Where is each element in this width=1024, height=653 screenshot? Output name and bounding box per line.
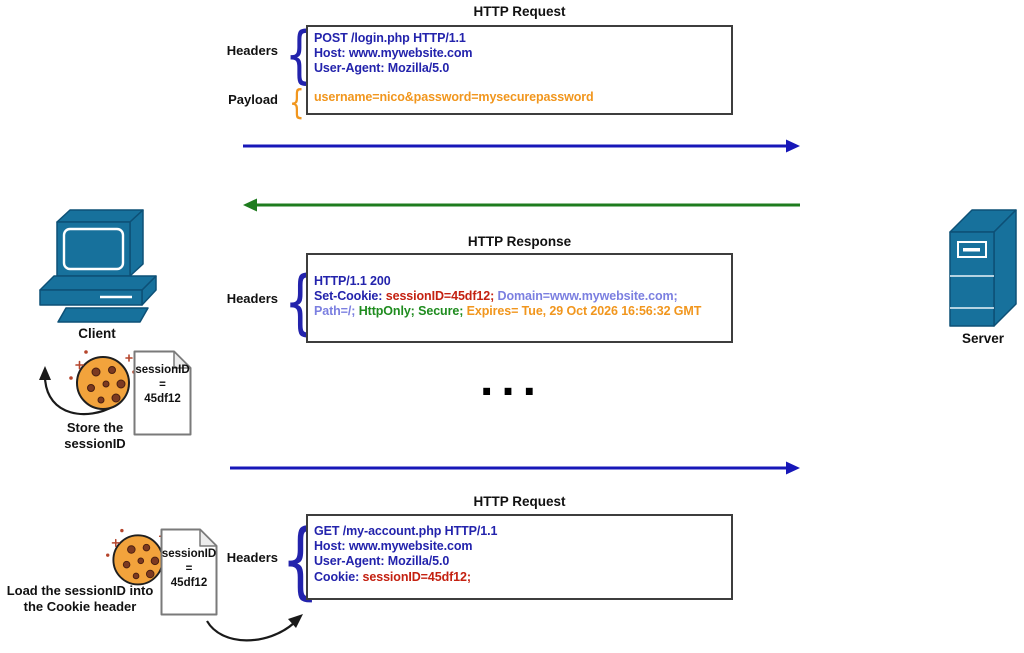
client-computer-icon (39, 209, 157, 323)
note-session-value: 45df12 (170, 577, 208, 589)
request1-line: User-Agent: Mozilla/5.0 (314, 61, 450, 76)
request1-line: POST /login.php HTTP/1.1 (314, 31, 466, 45)
request2-cookie-line: Cookie: sessionID=45df12; (314, 570, 725, 585)
server-icon (949, 209, 1017, 327)
store-curved-arrow (39, 366, 115, 416)
cookie-security-flags: HttpOnly; Secure; (358, 304, 467, 319)
load-caption-line: the Cookie header (23, 598, 137, 614)
store-caption-line: sessionID (64, 435, 126, 451)
request1-arrow (243, 139, 800, 153)
request1-headers-label: Headers (226, 43, 278, 58)
note-equals: = (185, 562, 193, 575)
load-curved-arrow (206, 614, 303, 642)
response-title: HTTP Response (467, 234, 572, 249)
cookie-domain-attr: Domain=www.mywebsite.com; (494, 289, 678, 304)
request2-line: Host: www.mywebsite.com (314, 539, 473, 554)
cookie-icon (69, 350, 136, 410)
load-caption: Load the sessionID into the Cookie heade… (2, 583, 158, 614)
payload-brace: { (289, 83, 305, 123)
store-caption-line: Store the (66, 420, 124, 435)
cookie-header-value: sessionID=45df12; (362, 569, 472, 584)
request2-headers-label: Headers (226, 550, 278, 565)
note-equals: = (159, 378, 166, 391)
client-label: Client (78, 326, 116, 341)
load-caption-line: Load the sessionID into (6, 583, 154, 598)
request1-box: POST /login.php HTTP/1.1 Host: www.myweb… (306, 25, 733, 115)
session-note-icon: sessionID = 45df12 (133, 350, 192, 436)
request2-line: User-Agent: Mozilla/5.0 (314, 554, 450, 569)
response-arrow (243, 198, 800, 212)
store-caption: Store the sessionID (50, 420, 140, 451)
response-headers-label: Headers (226, 291, 278, 306)
request2-line: GET /my-account.php HTTP/1.1 (314, 524, 498, 538)
note-session-value: 45df12 (144, 393, 181, 405)
request1-title: HTTP Request (473, 4, 566, 19)
request1-payload-line: username=nico&password=mysecurepassword (314, 89, 594, 104)
note-session-key: sessionID (161, 548, 217, 560)
response-cookie-attrs-line: Path=/; HttpOnly; Secure; Expires= Tue, … (314, 304, 725, 319)
request2-box: GET /my-account.php HTTP/1.1 Host: www.m… (306, 514, 733, 600)
cookie-header-label: Cookie: (314, 569, 363, 584)
note-session-key: sessionID (135, 364, 190, 376)
response-box: HTTP/1.1 200 Set-Cookie: sessionID=45df1… (306, 253, 733, 343)
request2-arrow (230, 461, 800, 475)
session-note-icon: sessionID = 45df12 (160, 528, 218, 616)
cookie-path-attr: Path=/; (314, 304, 359, 319)
cookie-expires-attr: Expires= Tue, 29 Oct 2026 16:56:32 GMT (466, 304, 702, 319)
request2-title: HTTP Request (473, 494, 566, 509)
request1-line: Host: www.mywebsite.com (314, 46, 473, 61)
response-status-line: HTTP/1.1 200 (314, 274, 725, 289)
response-status: HTTP/1.1 200 (314, 274, 391, 288)
response-set-cookie-line: Set-Cookie: sessionID=45df12; Domain=www… (314, 289, 725, 304)
server-label: Server (961, 331, 1005, 346)
request1-payload-label: Payload (228, 92, 278, 107)
session-cookie-value: sessionID=45df12; (385, 289, 495, 304)
time-ellipsis: ... (479, 353, 544, 406)
set-cookie-label: Set-Cookie: (314, 289, 386, 304)
